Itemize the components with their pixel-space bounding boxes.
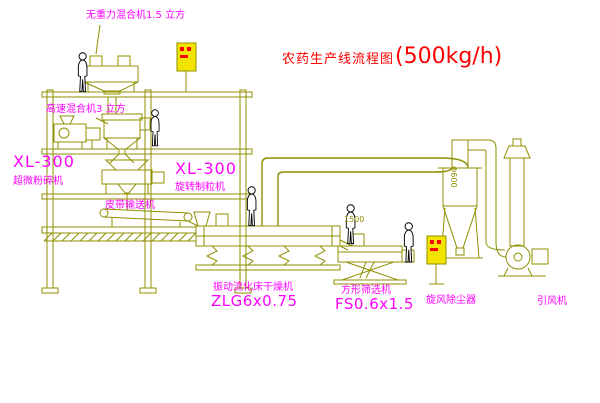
fan-inlet-duct <box>468 139 507 258</box>
high-speed-mixer <box>101 113 151 164</box>
worker-figure <box>345 204 356 245</box>
dimension-cyclone-diameter: Φ600 <box>449 166 458 188</box>
label-granulator-model: XL-300 <box>175 159 237 178</box>
worker-figure <box>403 222 414 263</box>
draft-fan <box>498 244 549 277</box>
control-panel-lower <box>426 235 447 285</box>
label-granulator-name: 旋转制粒机 <box>175 182 225 193</box>
granulator <box>101 159 165 210</box>
label-sieve-name: 方形筛选机 <box>341 285 391 296</box>
worker-figure <box>77 52 88 93</box>
label-fan: 引风机 <box>537 296 567 307</box>
diagram-title: 农药生产线流程图 (500kg/h) <box>282 44 502 69</box>
label-dryer-model: ZLG6x0.75 <box>211 292 298 310</box>
label-dryer-name: 振动流化床干燥机 <box>213 282 293 293</box>
pulverizer <box>53 115 109 149</box>
exhaust-duct <box>261 157 469 226</box>
label-sieve-model: FS0.6x1.5 <box>335 295 414 313</box>
label-cyclone: 旋风除尘器 <box>426 295 476 306</box>
title-capacity: (500kg/h) <box>395 44 503 69</box>
title-text: 农药生产线流程图 <box>282 52 395 67</box>
chimney-stack <box>503 138 531 247</box>
worker-figure <box>246 186 257 227</box>
label-pulverizer-name: 超微粉碎机 <box>13 176 63 187</box>
label-high-speed-mixer: 高速混合机3 立方 <box>46 104 126 115</box>
square-sieve <box>333 233 415 285</box>
worker-figure <box>150 109 160 147</box>
control-panel-upper <box>176 42 197 93</box>
label-gravity-mixer: 无重力混合机1.5 立方 <box>86 10 186 21</box>
dimension-sieve-height: 1500 <box>344 215 365 224</box>
label-pulverizer-model: XL-300 <box>13 152 75 171</box>
fluid-bed-dryer <box>193 211 353 271</box>
belt-conveyor <box>99 208 199 227</box>
label-belt-conveyor: 皮带输送机 <box>105 200 155 211</box>
gravity-mixer <box>83 24 139 114</box>
